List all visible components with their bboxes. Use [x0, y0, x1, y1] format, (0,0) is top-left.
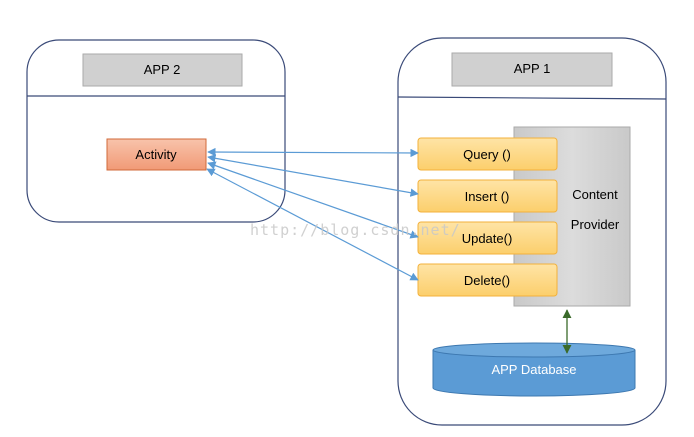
method-insert-label: Insert ()	[465, 189, 510, 204]
app1-title: APP 1	[514, 61, 551, 76]
app1-header	[451, 52, 613, 87]
activity-label: Activity	[135, 147, 177, 162]
watermark: http://blog.csdn.net/	[250, 221, 461, 239]
database-body	[432, 350, 636, 397]
app1-container: APP 1 Content Provider Query () Insert (…	[397, 37, 667, 426]
activity-box	[106, 138, 207, 171]
content-provider-label-line2: Provider	[571, 217, 620, 232]
arrow-activity-query	[207, 147, 419, 158]
arrow-activity-delete	[206, 168, 419, 281]
activity-method-arrows	[206, 147, 419, 281]
method-delete-label: Delete()	[464, 273, 510, 288]
app2-header	[82, 53, 243, 87]
app2-title: APP 2	[144, 62, 181, 77]
database-label: APP Database	[491, 362, 576, 377]
app1-divider	[397, 96, 667, 100]
app2-container: APP 2 Activity	[26, 39, 286, 223]
method-query-label: Query ()	[463, 147, 511, 162]
method-update-label: Update()	[462, 231, 513, 246]
content-provider-label-line1: Content	[572, 187, 618, 202]
database-top	[432, 342, 636, 358]
